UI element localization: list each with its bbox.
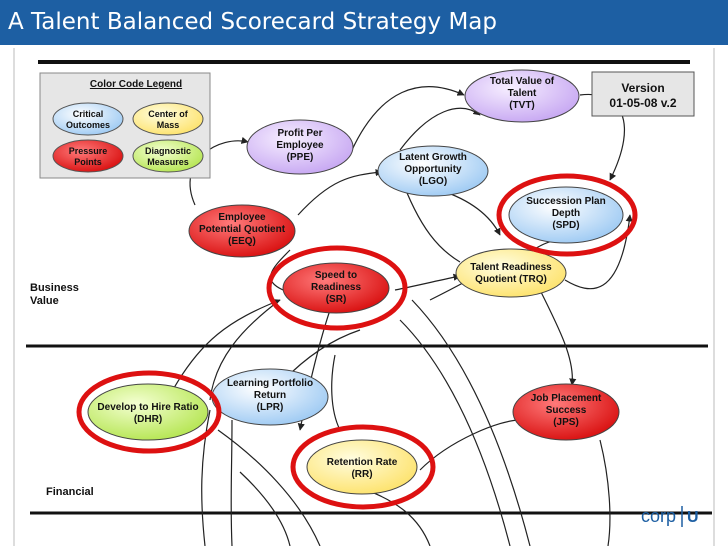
highlight-ring-rr [290,424,436,510]
slide-title: A Talent Balanced Scorecard Strategy Map [8,9,497,35]
node-dhr: Develop to Hire Ratio(DHR) [87,383,209,441]
highlight-ring-spd [496,173,638,257]
node-label: Retention Rate(RR) [327,457,398,480]
node-rr: Retention Rate(RR) [306,439,418,495]
highlight-ring-dhr [76,370,222,454]
legend-title: Color Code Legend [90,79,182,90]
highlight-rings [76,173,638,510]
corpu-logo: corp U [641,506,699,527]
logo-text: corp [641,506,676,526]
section-label-financial: Financial [46,486,94,498]
logo-mark: U [687,509,699,526]
highlight-ring-sr [266,245,408,331]
title-bar: A Talent Balanced Scorecard Strategy Map [0,0,728,45]
node-label: Develop to Hire Ratio(DHR) [97,402,198,425]
